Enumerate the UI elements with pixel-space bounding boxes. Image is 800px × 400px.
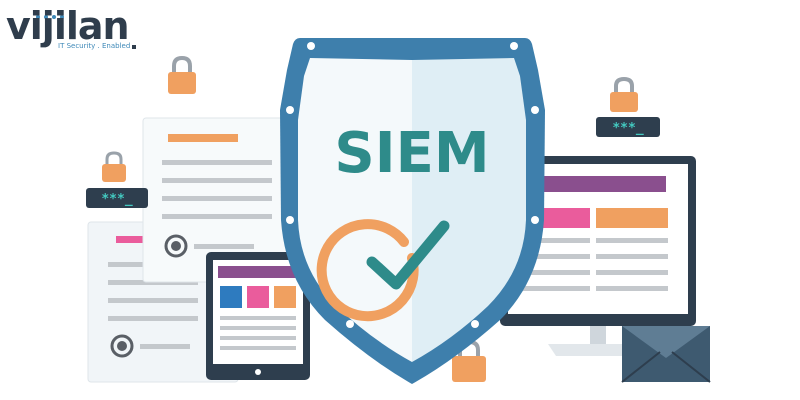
logo-dots [36,4,96,19]
logo-wordmark: vijilan [6,4,130,48]
password-badge-left: ***_ [86,188,148,208]
padlock-icon [102,151,126,182]
tablet [206,252,310,380]
radio-icon [110,334,134,358]
password-text: ***_ [612,121,643,136]
password-text: ***_ [101,192,132,207]
document-middle [142,117,294,283]
logo-square [132,45,136,49]
shield: SIEM [280,38,545,384]
radio-icon [164,234,188,258]
brand-logo: vijilan IT Security . Enabled [6,6,146,54]
shield-label: SIEM [334,121,489,186]
checkmark-icon [316,219,450,322]
logo-tagline: IT Security . Enabled [58,42,131,50]
envelope-icon [621,326,711,383]
padlock-icon [610,76,638,112]
password-badge-top-right: ***_ [596,117,660,137]
padlock-icon [168,55,196,94]
